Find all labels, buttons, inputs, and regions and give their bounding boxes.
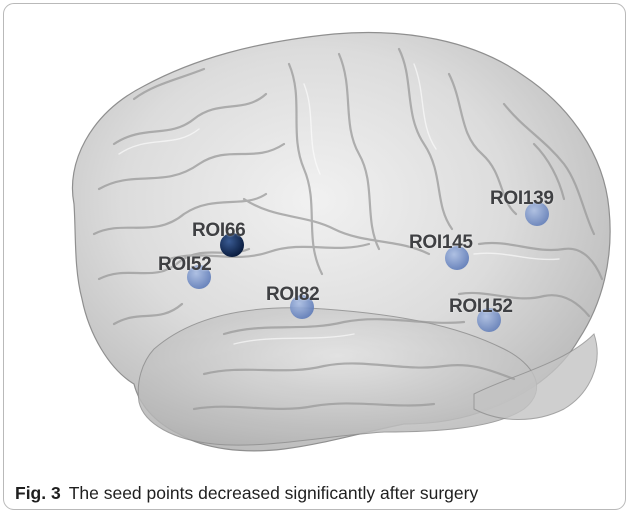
- brain-rendering: ROI66 ROI52 ROI82 ROI145 ROI139 ROI152: [4, 4, 625, 474]
- figure-label: Fig. 3: [15, 483, 61, 503]
- roi66-label: ROI66: [192, 220, 245, 242]
- roi139-label: ROI139: [490, 188, 554, 210]
- roi152-label: ROI152: [449, 296, 513, 318]
- figure-caption: Fig. 3 The seed points decreased signific…: [15, 483, 615, 504]
- roi145-label: ROI145: [409, 232, 473, 254]
- roi82-label: ROI82: [266, 284, 319, 306]
- roi52-label: ROI52: [158, 254, 211, 276]
- caption-text: The seed points decreased significantly …: [69, 483, 479, 503]
- figure-frame: ROI66 ROI52 ROI82 ROI145 ROI139 ROI152 F…: [3, 3, 626, 510]
- brain-surface-svg: [4, 4, 625, 474]
